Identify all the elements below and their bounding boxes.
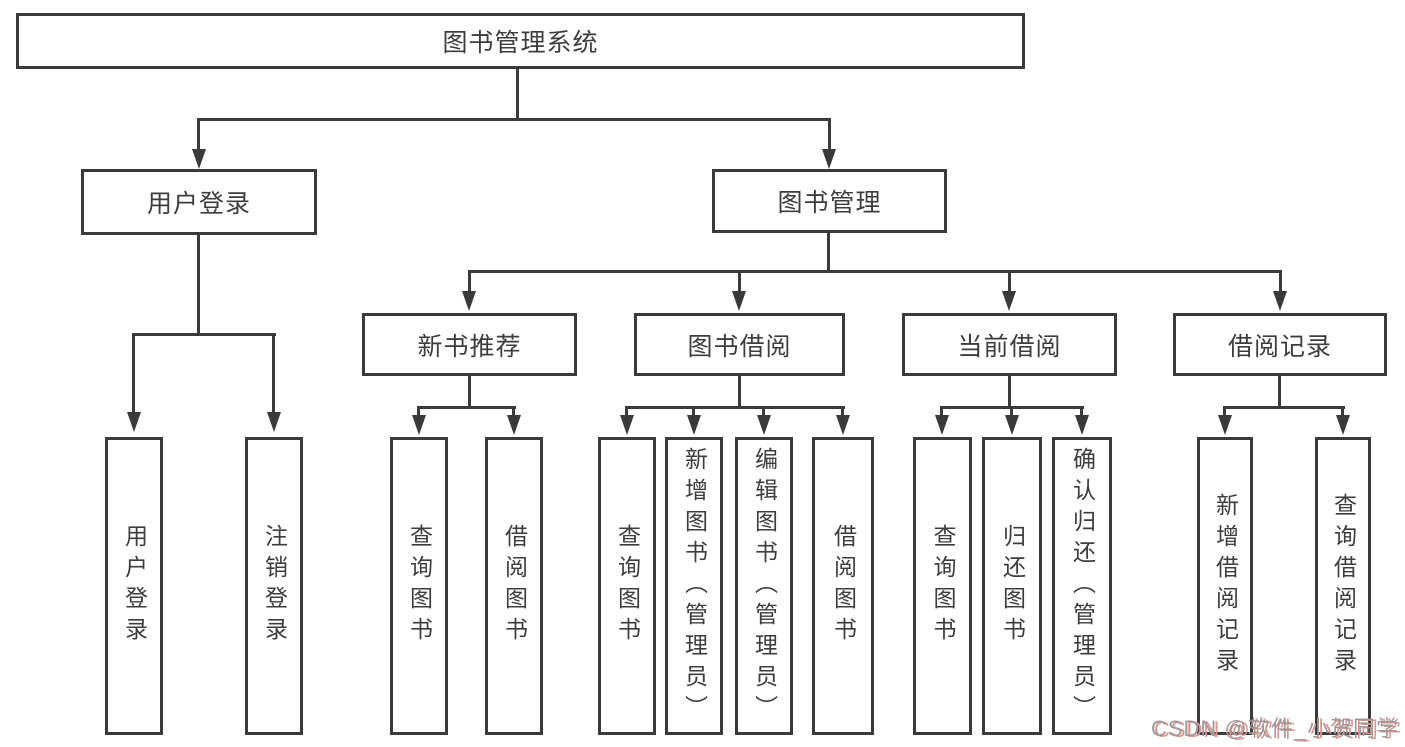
connector-new-book-drop-1 — [417, 406, 420, 417]
node-new-book-recommend: 新书推荐 — [362, 313, 577, 376]
node-new-book-recommend-label: 新书推荐 — [417, 332, 522, 361]
connector-borrow-record-stem — [1278, 376, 1281, 409]
connector-arrowhead — [687, 415, 701, 435]
connector-current-borrow-stem — [1008, 376, 1011, 409]
connector-arrowhead — [620, 415, 634, 435]
connector-book-borrow-drop-1 — [625, 406, 628, 417]
node-book-borrowing-label: 图书借阅 — [687, 332, 792, 361]
connector-root-stem — [516, 69, 519, 120]
node-book-borrowing: 图书借阅 — [634, 313, 845, 376]
connector-user-login-stem — [197, 235, 200, 335]
leaf-confirm-return-admin: 确认归还（管理员） — [1052, 437, 1112, 735]
leaf-edit-book-admin: 编辑图书（管理员） — [735, 437, 793, 735]
node-borrowing-records: 借阅记录 — [1173, 313, 1387, 376]
node-root: 图书管理系统 — [16, 13, 1025, 69]
connector-root-drop-left — [197, 118, 200, 151]
connector-arrowhead — [1002, 291, 1016, 311]
leaf-borrowing-borrow-books-label: 借阅图书 — [830, 524, 857, 648]
connector-book-borrow-drop-3 — [762, 406, 765, 417]
connector-arrowhead — [412, 415, 426, 435]
leaf-logout-label: 注销登录 — [261, 524, 288, 648]
connector-user-login-drop-2 — [272, 333, 275, 412]
connector-current-borrow-drop-2 — [1010, 406, 1013, 417]
connector-book-mgmt-drop-4 — [1279, 270, 1282, 291]
connector-current-borrow-drop-1 — [940, 406, 943, 417]
connector-new-book-stem — [468, 376, 471, 409]
leaf-query-borrow-record: 查询借阅记录 — [1315, 437, 1371, 735]
connector-book-borrow-stem — [738, 376, 741, 409]
leaf-borrowing-query-books-label: 查询图书 — [614, 524, 641, 648]
connector-root-drop-right — [828, 118, 831, 151]
connector-book-mgmt-drop-3 — [1008, 270, 1011, 291]
connector-arrowhead — [1005, 415, 1019, 435]
leaf-add-borrow-record-label: 新增借阅记录 — [1212, 493, 1239, 679]
connector-book-mgmt-drop-1 — [468, 270, 471, 291]
leaf-newbook-query-books-label: 查询图书 — [406, 524, 433, 648]
connector-arrowhead — [1336, 415, 1350, 435]
connector-arrowhead — [1218, 415, 1232, 435]
leaf-query-borrow-record-label: 查询借阅记录 — [1330, 493, 1357, 679]
connector-arrowhead — [267, 412, 281, 432]
leaf-user-login: 用户登录 — [105, 437, 163, 735]
connector-book-mgmt-drop-2 — [738, 270, 741, 291]
leaf-add-book-admin: 新增图书（管理员） — [665, 437, 723, 735]
leaf-logout: 注销登录 — [245, 437, 303, 735]
connector-arrowhead — [1075, 415, 1089, 435]
leaf-borrowing-query-books: 查询图书 — [598, 437, 656, 735]
connector-root-split — [197, 118, 831, 121]
leaf-current-query-books: 查询图书 — [913, 437, 972, 735]
connector-arrowhead — [192, 149, 206, 169]
csdn-watermark: CSDN @软件_小贺同学 — [1150, 716, 1399, 741]
node-current-borrowing: 当前借阅 — [902, 313, 1117, 376]
node-borrowing-records-label: 借阅记录 — [1227, 332, 1332, 361]
connector-book-borrow-drop-2 — [692, 406, 695, 417]
node-root-label: 图书管理系统 — [442, 29, 599, 57]
connector-borrow-record-split — [1223, 406, 1345, 409]
node-current-borrowing-label: 当前借阅 — [957, 332, 1062, 361]
connector-borrow-record-drop-1 — [1223, 406, 1226, 417]
connector-arrowhead — [732, 291, 746, 311]
connector-book-mgmt-split — [468, 270, 1282, 273]
connector-arrowhead — [935, 415, 949, 435]
node-book-management-label: 图书管理 — [777, 189, 882, 217]
leaf-newbook-query-books: 查询图书 — [390, 437, 448, 735]
connector-arrowhead — [757, 415, 771, 435]
connector-arrowhead — [822, 149, 836, 169]
leaf-current-query-books-label: 查询图书 — [930, 524, 956, 648]
node-user-login: 用户登录 — [81, 169, 317, 235]
leaf-newbook-borrow-books: 借阅图书 — [485, 437, 543, 735]
leaf-return-books: 归还图书 — [982, 437, 1042, 735]
connector-arrowhead — [836, 415, 850, 435]
connector-book-mgmt-stem — [827, 233, 830, 272]
leaf-newbook-borrow-books-label: 借阅图书 — [501, 524, 528, 648]
leaf-add-book-admin-label: 新增图书（管理员） — [681, 446, 708, 726]
connector-current-borrow-drop-3 — [1080, 406, 1083, 417]
connector-new-book-drop-2 — [512, 406, 515, 417]
leaf-borrowing-borrow-books: 借阅图书 — [812, 437, 874, 735]
connector-user-login-split — [132, 333, 276, 336]
leaf-add-borrow-record: 新增借阅记录 — [1197, 437, 1253, 735]
connector-arrowhead — [507, 415, 521, 435]
connector-arrowhead — [462, 291, 476, 311]
leaf-edit-book-admin-label: 编辑图书（管理员） — [751, 446, 778, 726]
leaf-user-login-label: 用户登录 — [121, 524, 148, 648]
connector-arrowhead — [127, 412, 141, 432]
node-user-login-label: 用户登录 — [146, 190, 251, 218]
connector-arrowhead — [1273, 291, 1287, 311]
connector-user-login-drop-1 — [132, 333, 135, 412]
connector-book-borrow-split — [625, 406, 845, 409]
connector-book-borrow-drop-4 — [841, 406, 844, 417]
connector-new-book-split — [417, 406, 516, 409]
leaf-return-books-label: 归还图书 — [999, 524, 1026, 648]
leaf-confirm-return-admin-label: 确认归还（管理员） — [1069, 446, 1096, 726]
connector-borrow-record-drop-2 — [1341, 406, 1344, 417]
node-book-management: 图书管理 — [712, 169, 947, 233]
